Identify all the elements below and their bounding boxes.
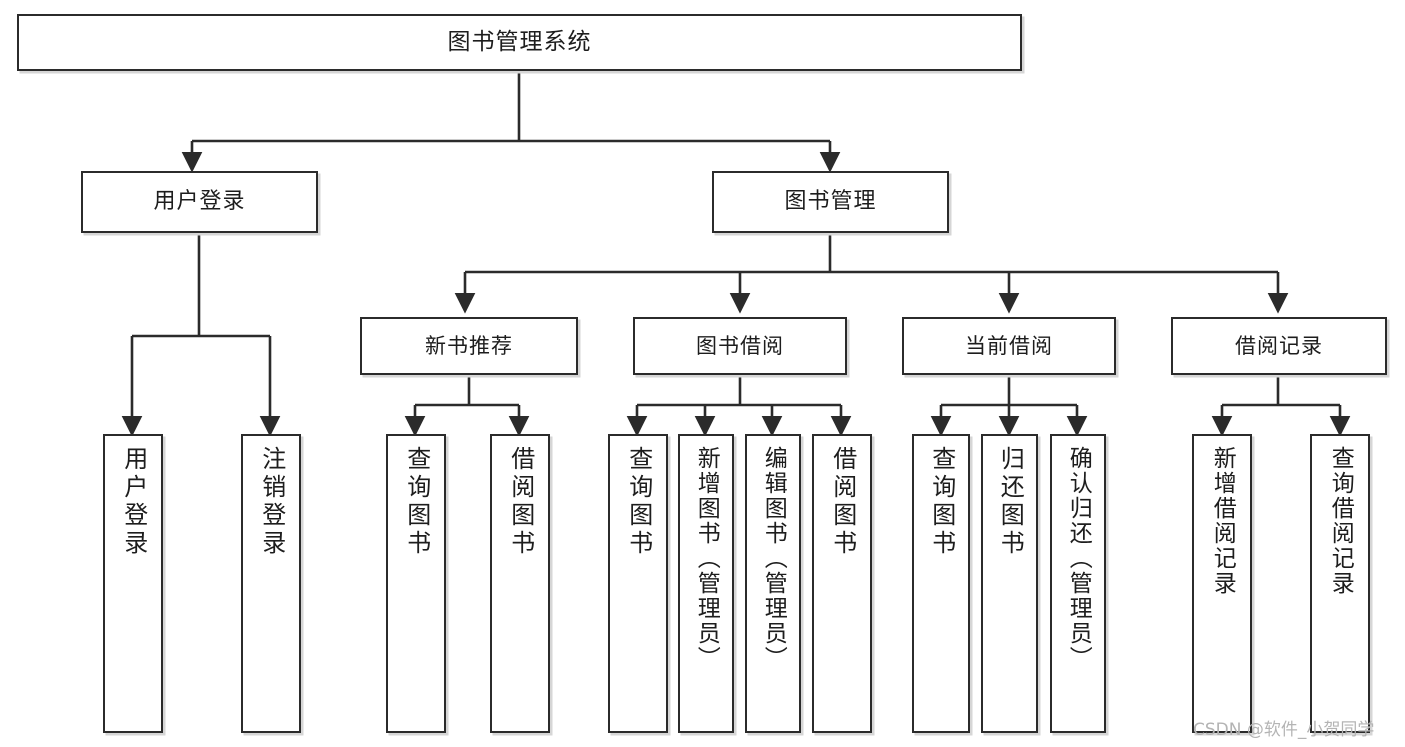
leaf-query-book-3[interactable]: 查询图书 [912, 434, 970, 733]
node-book-manage-label: 图书管理 [784, 189, 877, 215]
leaf-borrow-book-1[interactable]: 借阅图书 [490, 434, 550, 733]
leaf-query-book-3-label: 查询图书 [927, 446, 956, 558]
csdn-watermark: CSDN @软件_小贺同学 [1193, 720, 1375, 740]
leaf-query-book-1[interactable]: 查询图书 [386, 434, 446, 733]
node-user-login-label: 用户登录 [153, 189, 246, 215]
leaf-borrow-book-1-label: 借阅图书 [506, 446, 535, 558]
leaf-add-record[interactable]: 新增借阅记录 [1192, 434, 1252, 733]
node-root-label: 图书管理系统 [447, 28, 592, 55]
leaf-confirm-return-label: 确认归还（管理员） [1065, 446, 1092, 671]
leaf-add-record-label: 新增借阅记录 [1209, 446, 1236, 596]
leaf-borrow-book-2[interactable]: 借阅图书 [812, 434, 872, 733]
leaf-user-login-label: 用户登录 [119, 446, 148, 558]
leaf-add-book[interactable]: 新增图书（管理员） [678, 434, 734, 733]
leaf-query-book-2-label: 查询图书 [624, 446, 653, 558]
node-book-borrow-label: 图书借阅 [696, 333, 784, 358]
leaf-return-book[interactable]: 归还图书 [981, 434, 1038, 733]
leaf-user-login[interactable]: 用户登录 [103, 434, 163, 733]
node-new-book-rec-label: 新书推荐 [425, 333, 513, 358]
node-book-borrow[interactable]: 图书借阅 [633, 317, 847, 375]
leaf-query-record-label: 查询借阅记录 [1327, 446, 1354, 596]
leaf-query-book-2[interactable]: 查询图书 [608, 434, 668, 733]
leaf-query-record[interactable]: 查询借阅记录 [1310, 434, 1370, 733]
node-borrow-record[interactable]: 借阅记录 [1171, 317, 1387, 375]
node-borrow-record-label: 借阅记录 [1235, 333, 1323, 358]
leaf-add-book-label: 新增图书（管理员） [693, 446, 720, 671]
node-user-login[interactable]: 用户登录 [81, 171, 318, 233]
leaf-return-book-label: 归还图书 [996, 446, 1025, 558]
leaf-confirm-return[interactable]: 确认归还（管理员） [1050, 434, 1106, 733]
node-new-book-rec[interactable]: 新书推荐 [360, 317, 578, 375]
leaf-logout-login[interactable]: 注销登录 [241, 434, 301, 733]
leaf-edit-book-label: 编辑图书（管理员） [760, 446, 787, 671]
node-root[interactable]: 图书管理系统 [17, 14, 1022, 71]
node-book-manage[interactable]: 图书管理 [712, 171, 949, 233]
leaf-edit-book[interactable]: 编辑图书（管理员） [745, 434, 801, 733]
leaf-query-book-1-label: 查询图书 [402, 446, 431, 558]
node-current-borrow[interactable]: 当前借阅 [902, 317, 1116, 375]
leaf-logout-login-label: 注销登录 [257, 446, 286, 558]
node-current-borrow-label: 当前借阅 [965, 333, 1053, 358]
leaf-borrow-book-2-label: 借阅图书 [828, 446, 857, 558]
